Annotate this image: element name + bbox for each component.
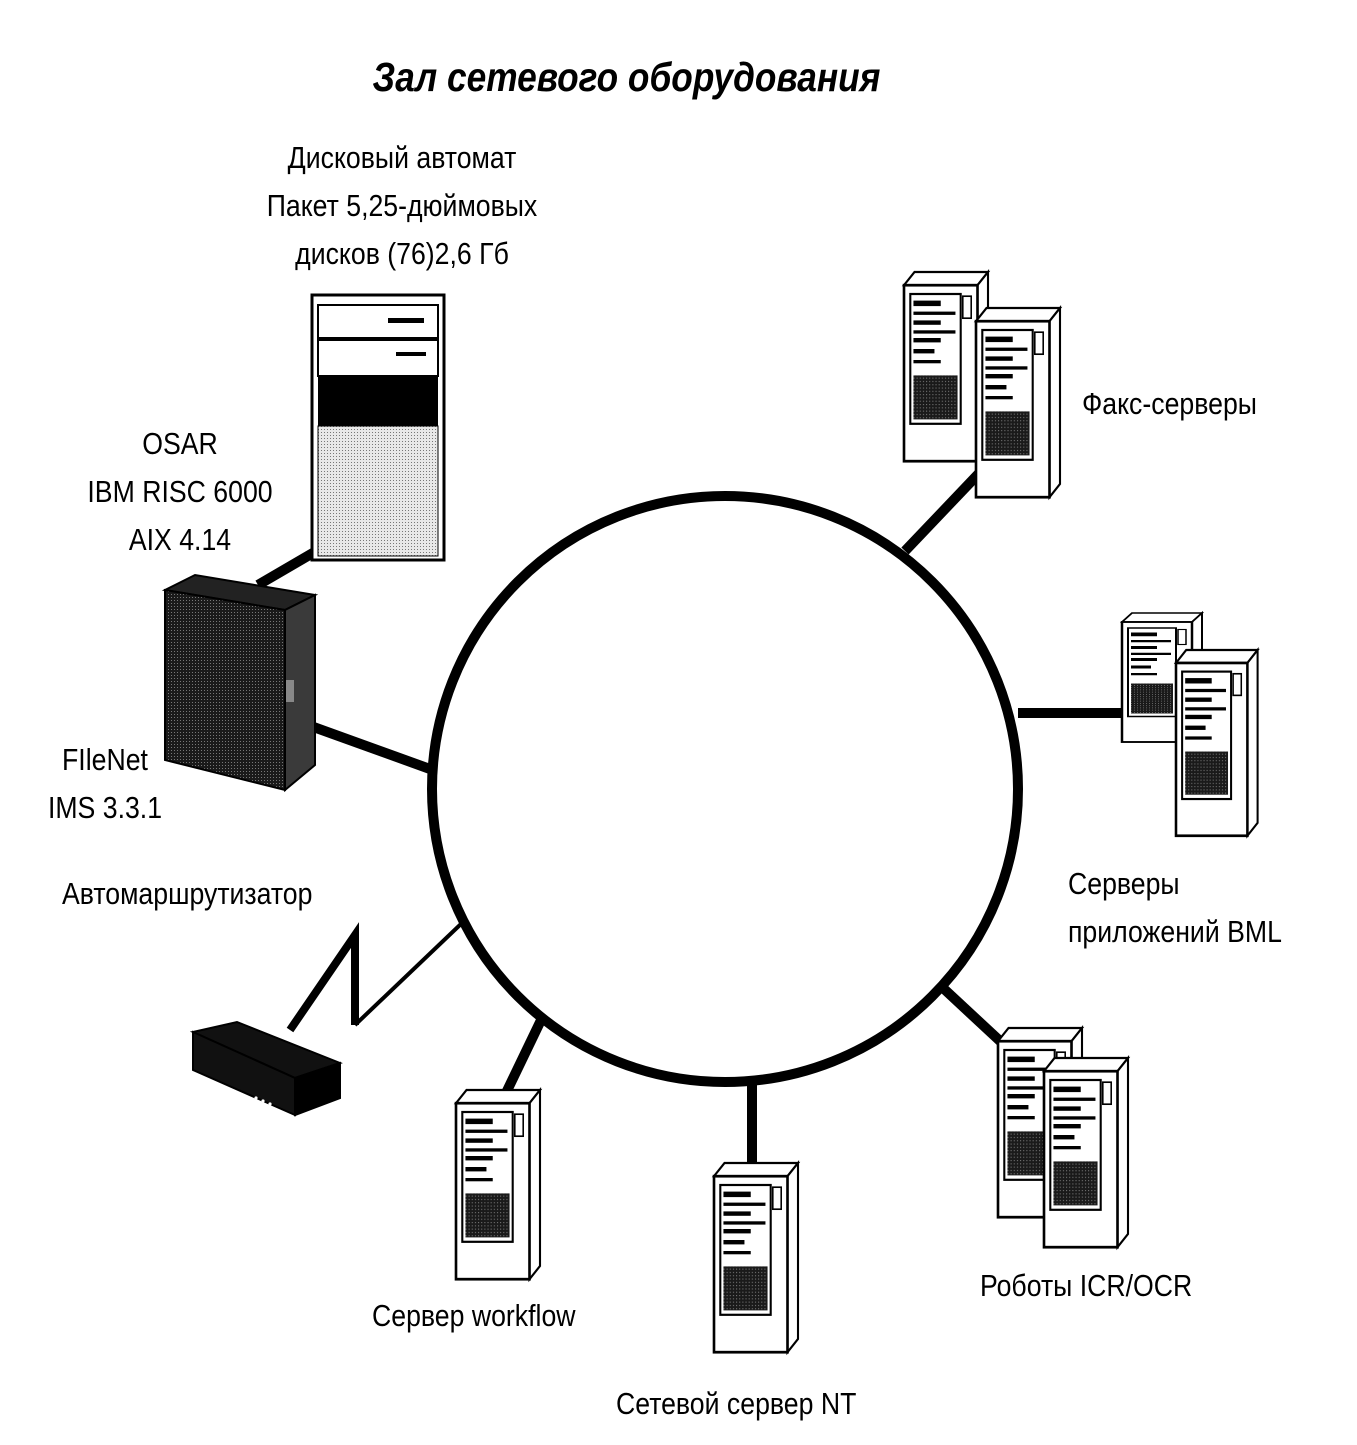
disk-changer-label: Дисковый автомат Пакет 5,25-дюймовых дис…	[266, 140, 538, 271]
connection-lines	[255, 463, 1125, 1165]
fax-servers-icon	[902, 270, 1062, 499]
osar-server-icon	[161, 573, 319, 793]
osar-label: OSAR IBM RISC 6000 AIX 4.14	[87, 426, 273, 557]
nt-server-icon	[712, 1161, 800, 1354]
network-ring	[427, 491, 1023, 1087]
bml-servers-icon	[1120, 611, 1259, 838]
router-icon	[189, 1020, 343, 1117]
bml-servers-label: Серверы приложений BML	[1068, 866, 1282, 949]
router-zigzag-icon	[286, 922, 359, 1033]
router-link	[353, 921, 464, 1027]
icr-ocr-label: Роботы ICR/OCR	[980, 1268, 1193, 1303]
icr-ocr-robots-icon	[996, 1026, 1130, 1249]
fax-servers-label: Факс-серверы	[1082, 386, 1257, 421]
workflow-server-label: Сервер workflow	[372, 1298, 576, 1333]
disk-autochanger-icon	[310, 293, 446, 562]
nt-server-label: Сетевой сервер NT	[616, 1386, 857, 1421]
workflow-server-icon	[454, 1088, 542, 1281]
page-title: Зал сетевого оборудования	[372, 54, 881, 100]
filenet-label: FIleNet IMS 3.3.1	[47, 742, 163, 825]
router-label: Автомаршрутизатор	[62, 876, 313, 911]
